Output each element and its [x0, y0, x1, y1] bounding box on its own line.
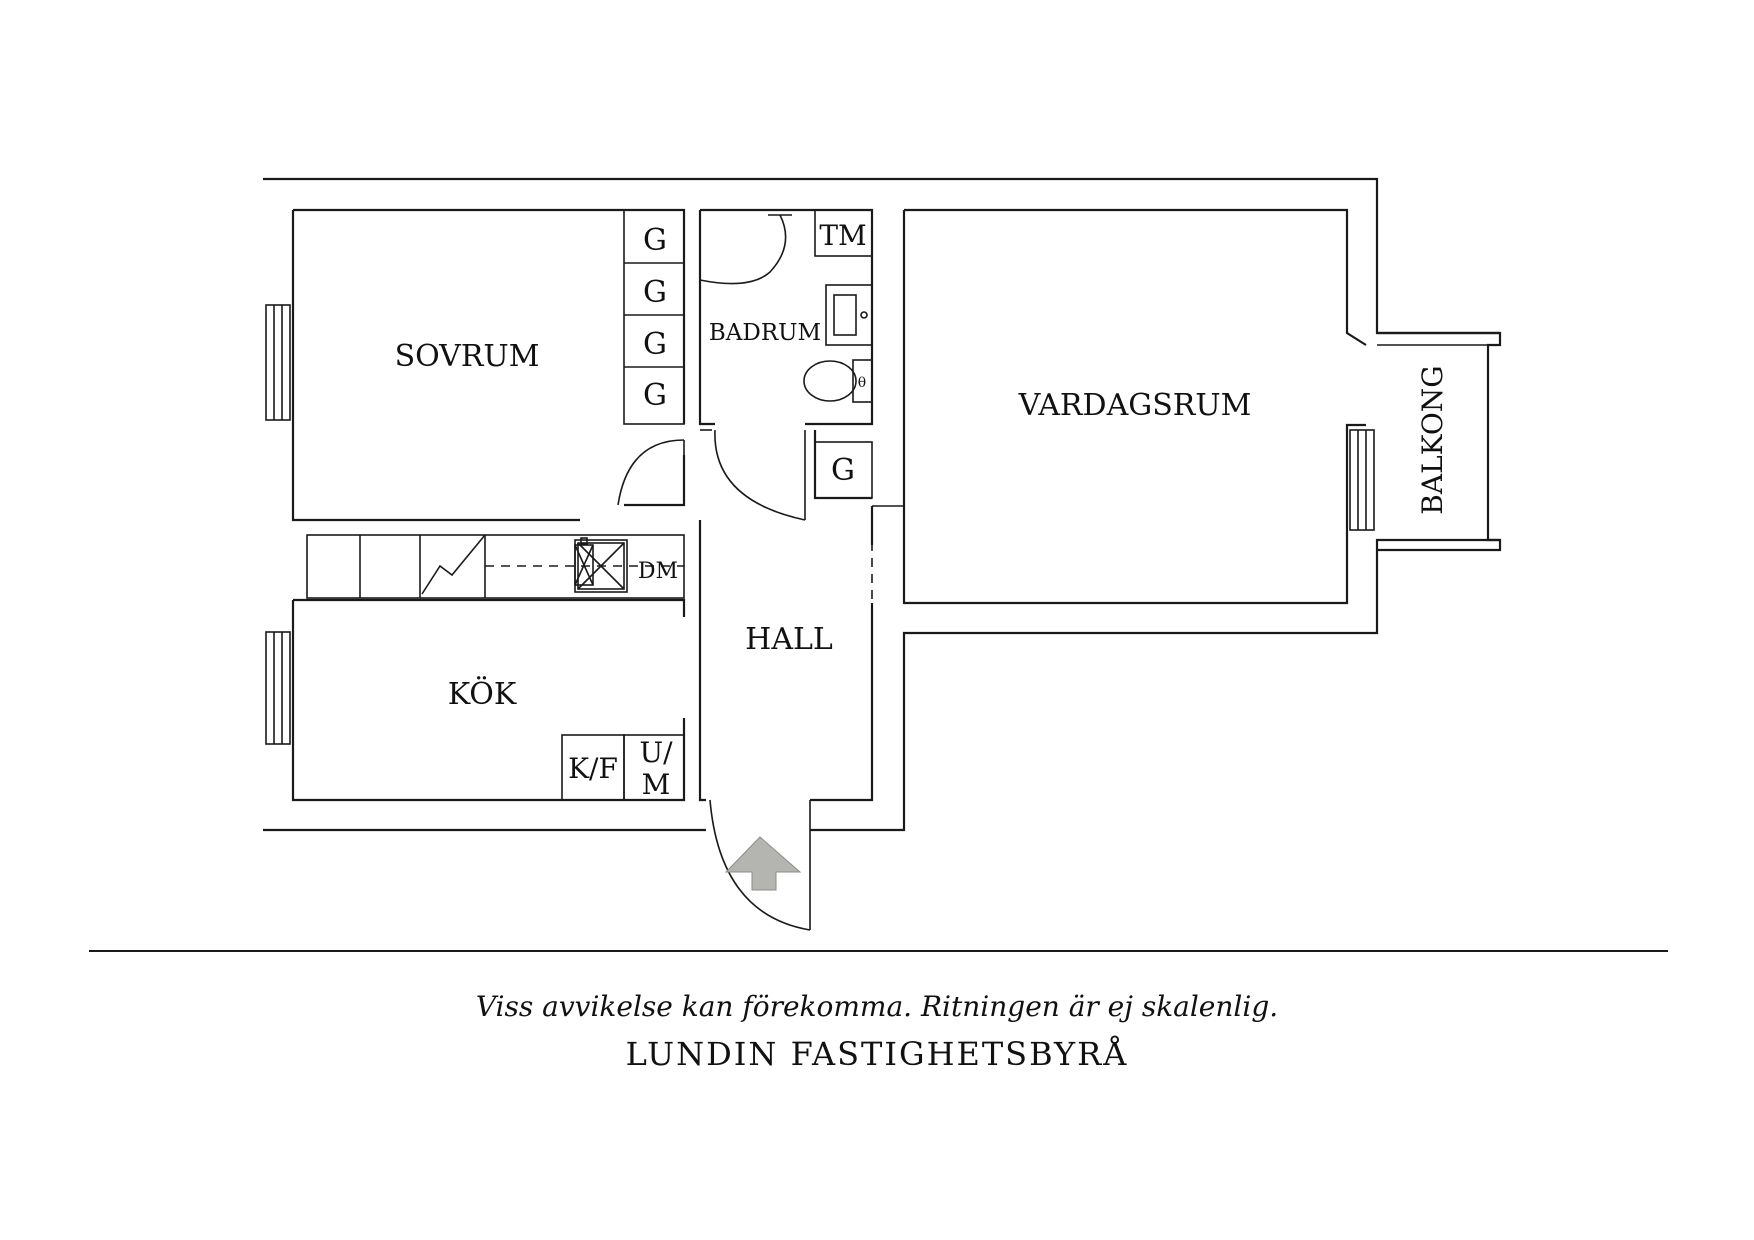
sovrum-door [617, 439, 685, 506]
vardagsrum-opening [871, 505, 905, 603]
washing-machine [814, 209, 873, 257]
vardagsrum-inner-wall [902, 208, 1367, 605]
sovrum-wardrobes [623, 209, 685, 425]
kitchen-sink-icon [421, 534, 486, 595]
oven-micro [623, 734, 685, 801]
balcony-outline [1377, 331, 1502, 552]
toilet-icon: θ [803, 359, 873, 403]
room-label-kok: KÖK [448, 676, 517, 712]
wardrobe-label-2: G [643, 275, 667, 310]
room-label-sovrum: SOVRUM [395, 339, 540, 374]
entrance-door [709, 799, 811, 931]
room-label-vardagsrum: VARDAGSRUM [1018, 388, 1252, 423]
extractor-icon [574, 537, 594, 586]
badrum-door [700, 429, 806, 521]
dishwasher-label: DM [638, 559, 678, 584]
hall-wardrobe-label: G [831, 453, 855, 488]
hall-walls [698, 430, 874, 802]
hall-wardrobe [814, 441, 873, 499]
wardrobe-label-3: G [643, 327, 667, 362]
oven-micro-label-bottom: M [642, 768, 671, 801]
room-label-hall: HALL [745, 622, 833, 657]
sovrum-window [265, 304, 291, 421]
shower-curve [699, 214, 792, 285]
sink-icon [825, 284, 873, 346]
fridge-freezer-label: K/F [568, 752, 618, 785]
footer-divider [89, 950, 1668, 952]
floor-plan: G G G G G TM θ DM K/ [263, 177, 1502, 931]
washing-machine-label: TM [819, 219, 866, 252]
brand-name: LUNDIN FASTIGHETSBYRÅ [625, 1035, 1129, 1073]
oven-micro-label-top: U/ [639, 736, 673, 769]
vardagsrum-window [1349, 429, 1375, 531]
svg-text:θ: θ [858, 375, 866, 391]
wardrobe-label-1: G [643, 223, 667, 258]
room-label-balkong: BALKONG [1416, 365, 1449, 514]
wardrobe-label-4: G [643, 378, 667, 413]
kok-window [265, 631, 291, 745]
entrance-arrow [724, 836, 802, 891]
room-label-badrum: BADRUM [709, 320, 821, 346]
outer-wall [263, 177, 1500, 832]
disclaimer-text: Viss avvikelse kan förekomma. Ritningen … [475, 990, 1279, 1023]
